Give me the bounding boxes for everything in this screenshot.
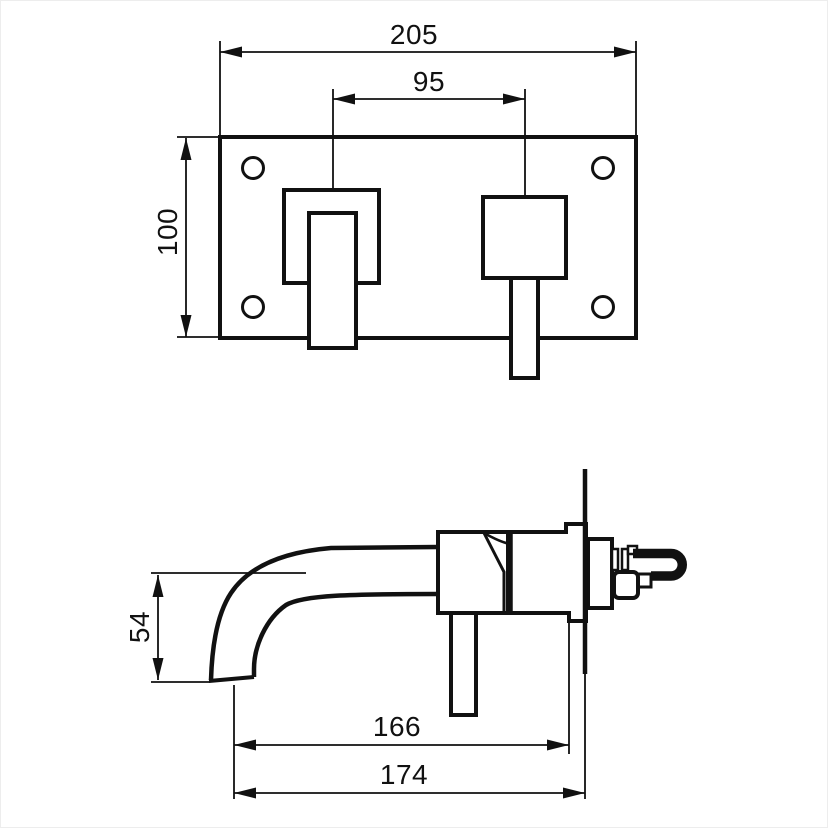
dim-label-spout-drop: 54 — [124, 611, 155, 643]
body-seam-curve — [483, 531, 511, 546]
arrowhead-right — [503, 93, 525, 105]
spout-body-front — [307, 211, 358, 350]
arrowhead-bottom — [152, 658, 164, 680]
arrowhead-right — [547, 739, 569, 751]
dim-spout-reach: 166 — [233, 623, 570, 799]
dim-center-spacing: 95 — [332, 66, 526, 196]
dim-label-plate-height: 100 — [152, 208, 183, 256]
valve-body-front-section — [436, 530, 510, 615]
screw-hole-top-left — [241, 156, 265, 180]
dim-plate-height: 100 — [152, 136, 219, 338]
body-seam-line — [482, 532, 506, 611]
screw-hole-bottom-right — [591, 295, 615, 319]
arrowhead-top — [152, 575, 164, 597]
handle-escutcheon — [481, 195, 568, 280]
arrowhead-top — [180, 138, 192, 160]
handle-lever-side — [449, 611, 478, 717]
screw-hole-top-right — [591, 156, 615, 180]
arrowhead-right — [614, 46, 636, 58]
arrowhead-bottom — [180, 315, 192, 337]
dim-spout-drop: 54 — [124, 572, 306, 683]
arrowhead-left — [220, 46, 242, 58]
spout-inner-curve — [251, 591, 439, 677]
dim-plate-width: 205 — [219, 19, 637, 136]
dim-label-plate-width: 205 — [390, 19, 438, 50]
arrowhead-left — [234, 739, 256, 751]
arrowhead-left — [234, 787, 256, 799]
dim-label-spout-reach: 166 — [373, 711, 421, 742]
arrowhead-left — [333, 93, 355, 105]
inlet-nut — [612, 570, 640, 600]
valve-body-wall-section — [506, 522, 588, 623]
side-view: 54 166 174 — [124, 469, 687, 799]
handle-lever-front — [509, 276, 540, 380]
arrowhead-right — [563, 787, 585, 799]
inlet-thread-ridge — [610, 547, 620, 572]
dim-overall-projection: 174 — [234, 759, 585, 799]
dim-label-overall-projection: 174 — [380, 759, 428, 790]
spout-tip-edge — [208, 675, 255, 683]
inlet-flange — [586, 537, 614, 610]
front-view: 205 95 100 — [152, 19, 638, 380]
dim-label-center-spacing: 95 — [413, 66, 445, 97]
spout-outer-curve — [208, 544, 439, 681]
screw-hole-bottom-left — [241, 295, 265, 319]
inlet-pipe-bend — [633, 548, 687, 581]
